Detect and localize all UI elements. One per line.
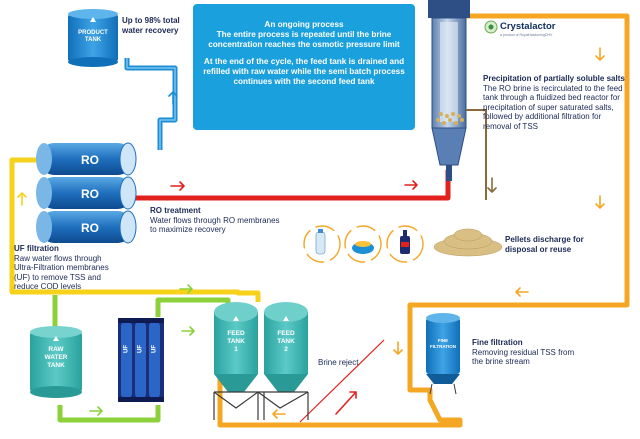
arrow-orange-down-1: [595, 47, 605, 61]
brine-pipe: [130, 170, 451, 201]
fine-filtration-line-2: the brine stream: [472, 357, 530, 366]
reuse-icons: [303, 225, 424, 263]
recovery-note-1: Up to 98% total: [122, 16, 180, 25]
fine-filtration-tank-label: FINE FILTRATION: [426, 338, 460, 350]
precipitation-title: Precipitation of partially soluble salts: [483, 74, 625, 83]
info-box: An ongoing process The entire process is…: [193, 4, 415, 130]
ro-feed-pipe: [9, 157, 261, 302]
fine-tank-label-2: FILTRATION: [429, 344, 457, 349]
product-tank-label-1: PRODUCT: [78, 30, 108, 36]
arrow-green-right-3: [89, 406, 103, 416]
logo-tagline: a product of RoyalHaskoningDHV: [500, 33, 553, 37]
recovery-note-2: water recovery: [122, 25, 179, 35]
precipitation-line-4: followed by additional filtration for: [483, 112, 602, 121]
pellets-line-2: disposal or reuse: [505, 244, 572, 254]
arrow-blue-up: [168, 91, 178, 105]
ro-title: RO treatment: [150, 206, 201, 215]
uf-module-label-1: UF: [123, 345, 130, 353]
feed-tank-1-label-1: FEED: [227, 330, 245, 337]
fine-tank-label-1: FINE: [437, 338, 449, 343]
fine-filtration-line-1: Removing residual TSS from: [472, 347, 575, 357]
fluidized-bed-reactor: [428, 0, 487, 200]
permeate-pipe: [124, 58, 178, 150]
product-tank: [68, 9, 118, 67]
arrow-brine-reject: [335, 391, 357, 415]
precipitation-line-1: The RO brine is recirculated to the feed: [483, 83, 623, 93]
pellets-text: Pellets discharge for disposal or reuse: [505, 235, 584, 254]
arrow-green-right-1: [179, 284, 193, 294]
raw-tank-label: RAW WATER TANK: [30, 346, 82, 370]
uf-module-label-3: UF: [151, 345, 158, 353]
uf-filtration-text: UF filtration Raw water flows through Ul…: [14, 244, 109, 292]
feed-tank-2: [264, 302, 308, 392]
arrow-green-right-2: [181, 326, 195, 336]
feed-tank-2-label: FEED TANK 2: [264, 330, 308, 354]
permeate-pipe-highlight: [126, 58, 176, 150]
arrow-red-right-2: [404, 180, 418, 190]
feed-tank-1-label: FEED TANK 1: [214, 330, 258, 354]
uf-line-3: (UF) to remove TSS and: [14, 272, 101, 282]
info-line-4: At the end of the cycle, the feed tank i…: [203, 57, 405, 67]
feed-tank-1-label-2: TANK: [227, 338, 245, 345]
arrow-orange-down-2: [595, 195, 605, 209]
ro-module-label-2: RO: [81, 187, 99, 201]
info-line-1: An ongoing process: [264, 20, 344, 29]
feed-tank-1-label-3: 1: [234, 346, 238, 353]
ro-line-1: Water flows through RO membranes: [150, 215, 280, 225]
info-line-2: The entire process is repeated until the…: [216, 29, 392, 39]
ro-module-label-3: RO: [81, 221, 99, 235]
precipitation-line-3: precipitation of super saturated salts,: [483, 102, 614, 112]
info-line-6: continues with the second feed tank: [233, 76, 375, 86]
uf-line-1: Raw water flows through: [14, 253, 102, 263]
product-tank-label-2: TANK: [84, 37, 102, 43]
feed-tank-2-label-2: TANK: [277, 338, 295, 345]
feed-tank-1: [214, 302, 258, 392]
arrow-orange-left: [515, 287, 529, 297]
feed-tank-2-label-3: 2: [284, 346, 288, 353]
raw-water-tank: [30, 326, 82, 398]
recovery-note: Up to 98% total water recovery: [122, 16, 180, 35]
product-tank-label: PRODUCT TANK: [68, 30, 118, 44]
info-line-3: concentration reaches the osmotic pressu…: [208, 39, 400, 49]
raw-tank-label-3: TANK: [47, 362, 65, 369]
ro-modules: [36, 142, 137, 244]
brine-reject-line: [299, 339, 385, 423]
precipitation-text: Precipitation of partially soluble salts…: [483, 74, 633, 131]
precipitation-line-5: removal of TSS: [483, 121, 538, 131]
uf-title: UF filtration: [14, 244, 59, 253]
uf-modules: [118, 318, 164, 402]
ro-module-label-1: RO: [81, 153, 99, 167]
uf-line-4: reduce COD levels: [14, 282, 82, 291]
pellets-line-1: Pellets discharge for: [505, 235, 584, 244]
logo-name: Crystalactor: [500, 21, 556, 32]
crystalactor-logo-icon: [484, 20, 498, 34]
fine-filtration-title: Fine filtration: [472, 338, 523, 347]
ro-treatment-text: RO treatment Water flows through RO memb…: [150, 206, 280, 235]
recirculation-pipe: [217, 13, 630, 428]
arrow-orange-down-3: [393, 341, 403, 355]
fine-filtration-tank: [426, 313, 460, 395]
pellets-heap: [433, 228, 503, 257]
info-line-5: refilled with raw water while the semi b…: [203, 67, 405, 77]
arrow-pellets-down: [487, 177, 497, 193]
precipitation-line-2: tank through a fluidized bed reactor for: [483, 93, 620, 102]
uf-module-label-2: UF: [137, 345, 144, 353]
fine-filtration-text: Fine filtration Removing residual TSS fr…: [472, 338, 574, 367]
raw-tank-label-2: WATER: [44, 354, 68, 361]
crystalactor-logo: Crystalactor a product of RoyalHaskoning…: [484, 18, 556, 48]
brine-reject-label: Brine reject: [318, 358, 359, 367]
arrow-red-right: [170, 181, 185, 191]
arrow-yellow-up: [17, 192, 27, 206]
feed-tank-stand: [213, 391, 309, 420]
raw-tank-label-1: RAW: [48, 346, 64, 353]
ro-line-2: to maximize recovery: [150, 225, 226, 234]
feed-tank-2-label-1: FEED: [277, 330, 295, 337]
arrow-orange-left-2: [272, 409, 286, 419]
uf-line-2: Ultra-Filtration membranes: [14, 263, 109, 272]
